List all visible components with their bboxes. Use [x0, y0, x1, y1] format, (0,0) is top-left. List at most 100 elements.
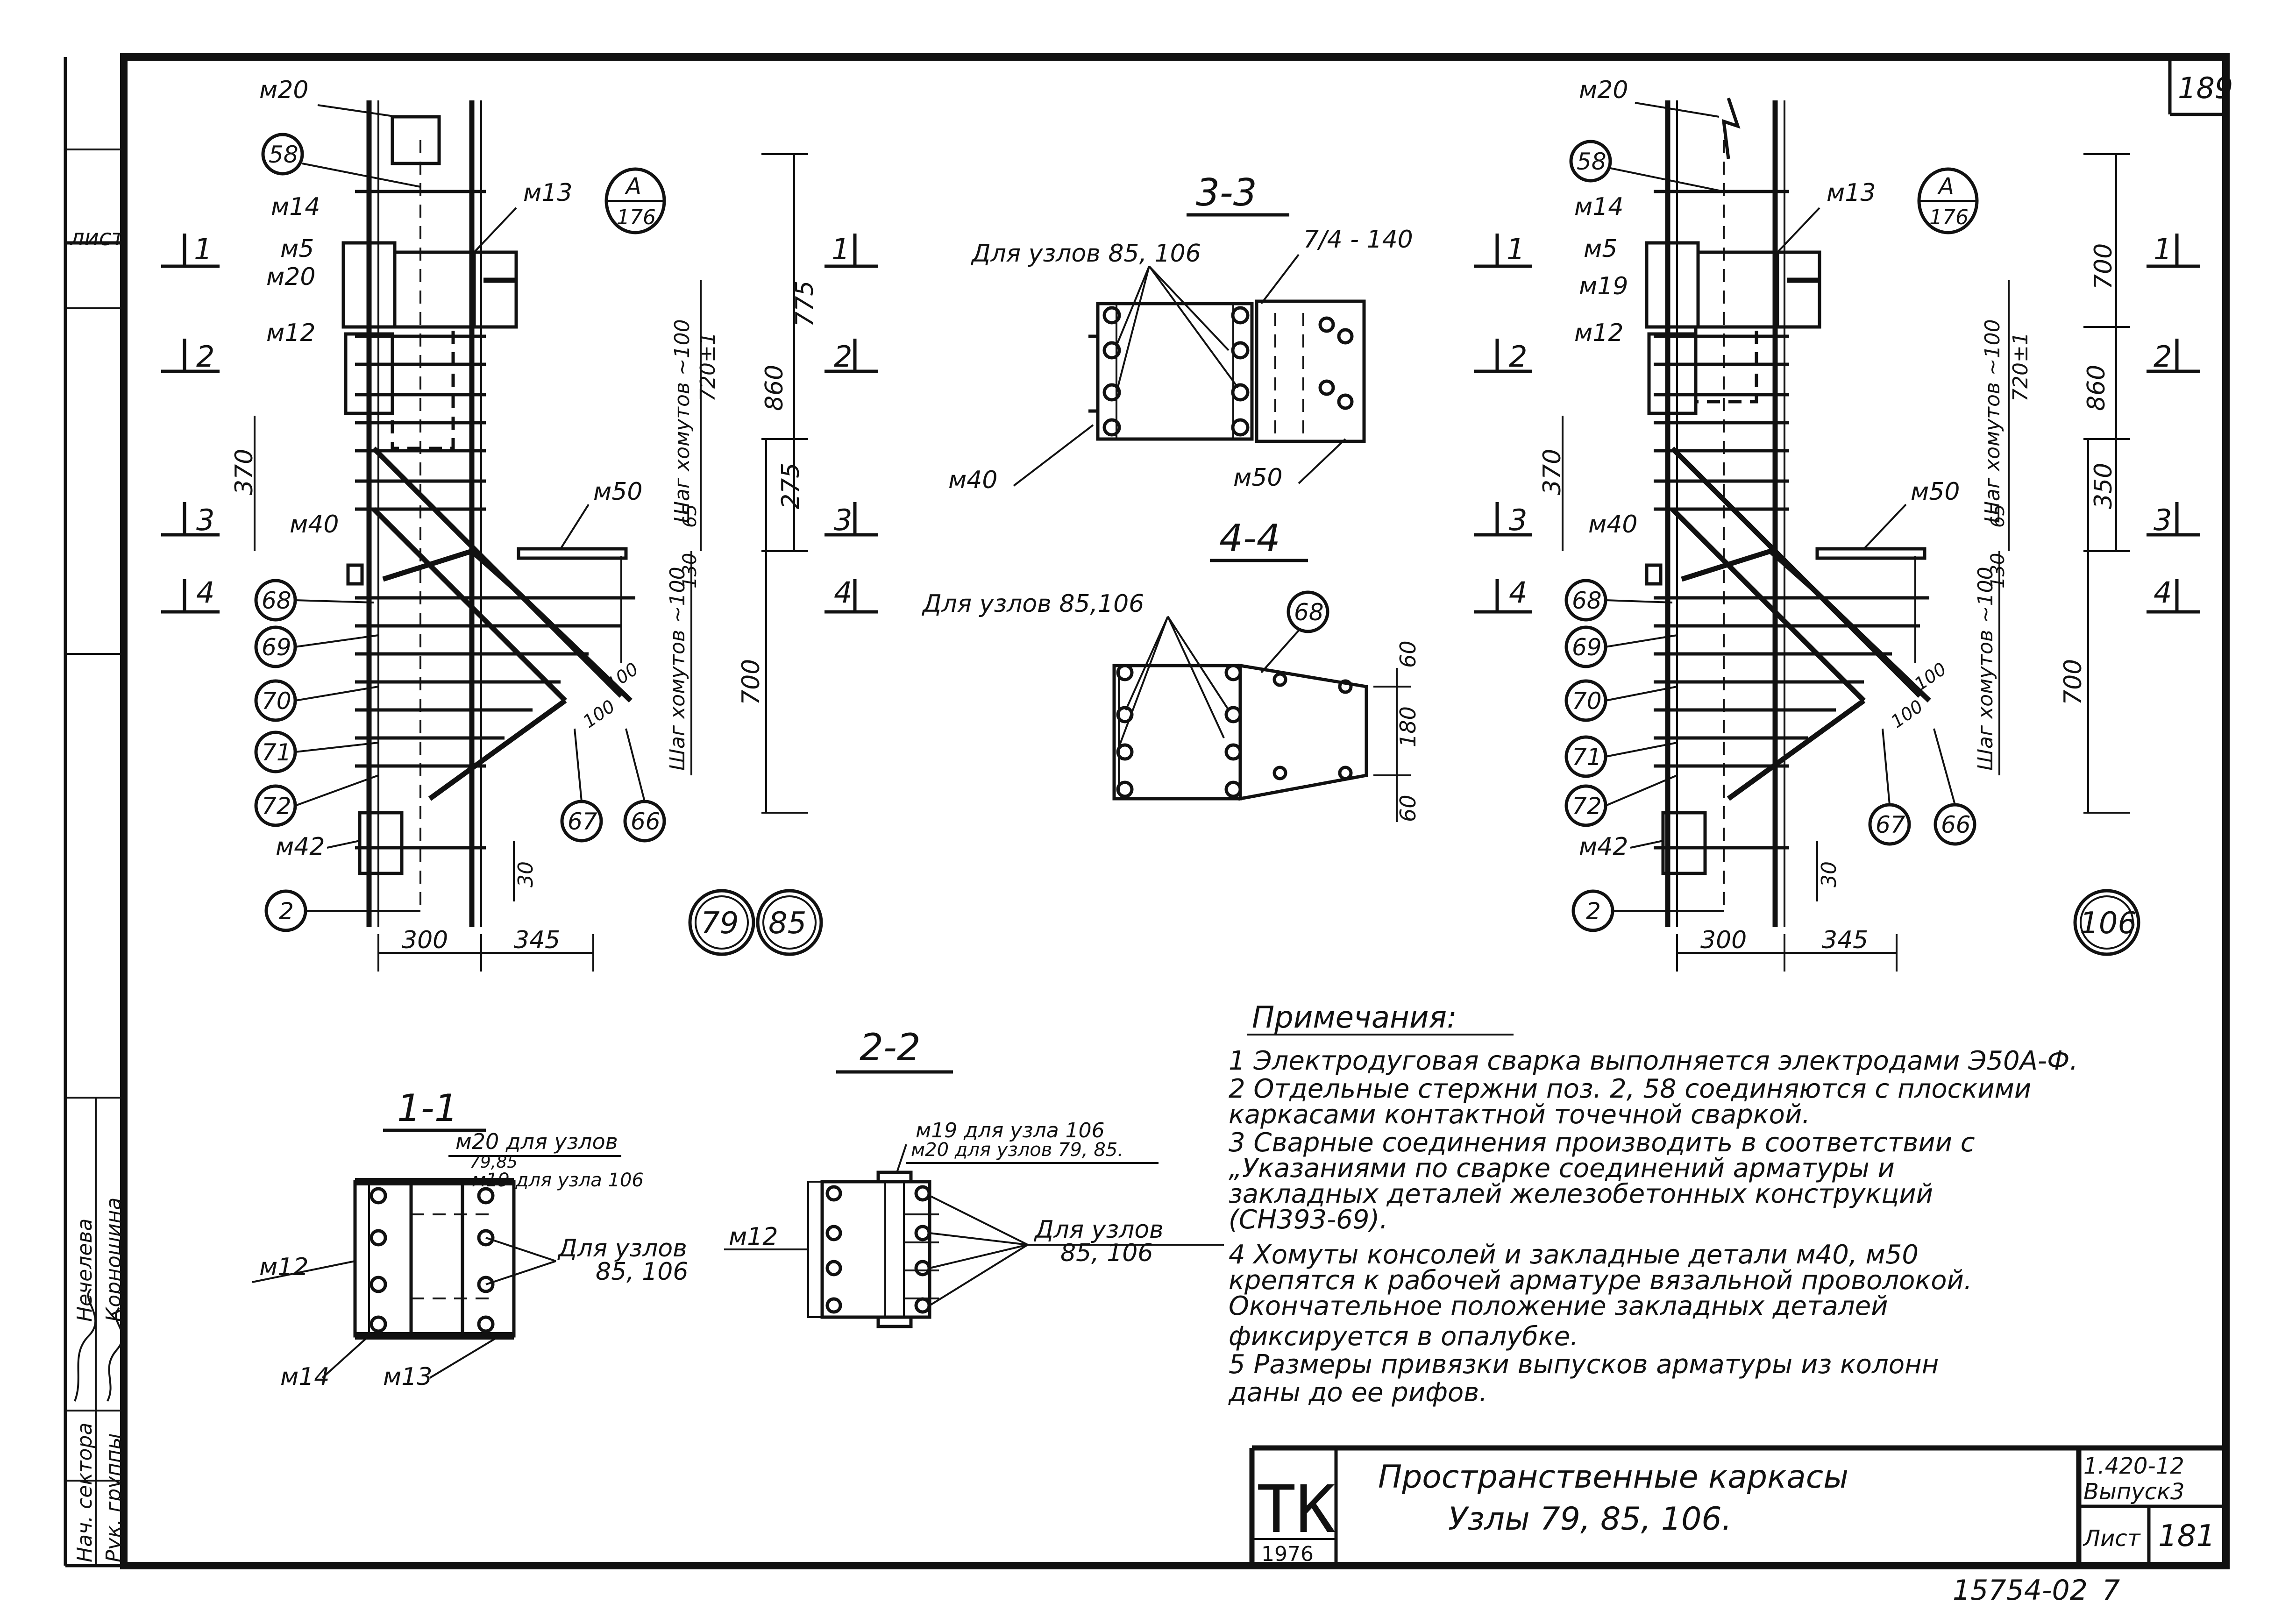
r-mark-m42: м42: [1579, 833, 1628, 861]
r-mark-m19: м19: [1579, 272, 1628, 300]
dim-345: 345: [514, 926, 560, 954]
mark-m40: м40: [290, 511, 339, 539]
pos-70: 70: [262, 688, 291, 715]
section-4-4: 4-4 Для узлов 85,106 68 60: [922, 517, 1421, 822]
r-mark-m40: м40: [1588, 511, 1637, 539]
r-stirrup-step-top: Шаг хомутов ~100: [1981, 319, 2005, 523]
dim-r-65: 65: [1987, 504, 2009, 528]
pos-69: 69: [262, 634, 291, 661]
sec22-m19: м19 для узла 106: [916, 1119, 1105, 1142]
dim-30: 30: [514, 861, 538, 887]
dim-300: 300: [402, 926, 448, 954]
r-pos-67: 67: [1876, 811, 1905, 838]
dim-100a: 100: [579, 696, 619, 732]
dim-r-100a: 100: [1887, 696, 1927, 732]
dim-r-720: 720±1: [2009, 332, 2033, 402]
note-line-8: 4 Хомуты консолей и закладные детали м40…: [1229, 1240, 1919, 1270]
signature-strip: Нач. сектора Рук. группы Нечелева Корнош…: [73, 1198, 126, 1562]
sheet-index: 7: [2102, 1574, 2120, 1607]
sec11-m20: м20 для узлов: [455, 1129, 618, 1154]
r-mark-m5: м5: [1584, 235, 1617, 263]
logo-year: 1976: [1261, 1542, 1314, 1566]
r-mark-m12: м12: [1574, 319, 1623, 347]
issue-number: Выпуск3: [2083, 1479, 2185, 1505]
section-3-3-title: 3-3: [1196, 171, 1257, 214]
signature-1: [74, 1288, 96, 1402]
section-1-1-title: 1-1: [397, 1086, 458, 1130]
stirrup-step-bottom: Шаг хомутов ~100: [666, 567, 690, 771]
mark-m5: м5: [280, 235, 314, 263]
title-line-1: Пространственные каркасы: [1378, 1459, 1848, 1496]
role-group-leader: Рук. группы: [102, 1433, 126, 1562]
pos-58: 58: [269, 141, 299, 168]
note-line-5: „Указаниями по сварке соединений арматур…: [1229, 1153, 1895, 1184]
sec44-pos-68: 68: [1294, 599, 1324, 626]
r-pos-58: 58: [1577, 148, 1606, 175]
r-pos-69: 69: [1572, 634, 1602, 661]
note-line-1: 1 Электродуговая сварка выполняется элек…: [1229, 1046, 2078, 1076]
stirrup-step-top: Шаг хомутов ~100: [670, 319, 694, 523]
sec33-m50: м50: [1233, 464, 1282, 492]
pos-72: 72: [262, 793, 291, 820]
cut-3-left: 3: [196, 503, 214, 537]
mark-m42: м42: [276, 833, 325, 861]
node-79: 79: [701, 906, 739, 941]
sheet-number: 181: [2158, 1519, 2215, 1553]
r-cut-3-left: 3: [1509, 503, 1527, 537]
cut-3-right: 3: [834, 503, 852, 537]
node-labels-left: 79 85: [688, 889, 823, 956]
labels-right: м20 м14 м5 м19 м12 м40 м13 м50 м42 58 68…: [1474, 76, 2200, 932]
sec33-m40: м40: [948, 466, 997, 494]
dim-370: 370: [230, 449, 258, 495]
r-cut-4-left: 4: [1509, 575, 1527, 610]
dim-r-860: 860: [2083, 365, 2111, 411]
pos-67: 67: [568, 808, 597, 835]
notes-heading: Примечания:: [1252, 1000, 1457, 1035]
sec22-label-nodes: Для узлов: [1034, 1216, 1164, 1244]
r-mark-m14: м14: [1574, 193, 1623, 221]
note-line-4: 3 Сварные соединения производить в соотв…: [1229, 1128, 1975, 1158]
ref-sheet-right: 176: [1929, 206, 1969, 229]
sec11-m13: м13: [383, 1363, 432, 1391]
sec33-label-nodes: Для узлов 85, 106: [971, 240, 1201, 268]
dims-left: 775 860 275 700 370 300 345 30 720±1 65 …: [230, 153, 819, 972]
cut-1-left: 1: [194, 232, 212, 266]
dim-860: 860: [761, 365, 789, 411]
sec44-label-nodes: Для узлов 85,106: [922, 590, 1144, 618]
pos-71: 71: [262, 739, 291, 766]
dim-700: 700: [737, 659, 765, 705]
section-1-1: 1-1 м20 для узлов 79,85 м19 для узла 106…: [252, 1086, 688, 1391]
dim-775: 775: [791, 281, 819, 327]
section-2-2-title: 2-2: [860, 1026, 921, 1069]
labels-left: м20 м14 м5 м20 м12 м40 м13 м50 м42 58 68…: [161, 76, 878, 932]
node-106: 106: [2080, 906, 2137, 941]
note-line-10: Окончательное положение закладных детале…: [1229, 1291, 1888, 1321]
page-corner-number: 189: [2178, 71, 2233, 105]
bars-4-4: [1116, 664, 1353, 798]
note-line-6: закладных деталей железобетонных констру…: [1229, 1179, 1933, 1209]
note-line-2: 2 Отдельные стержни поз. 2, 58 соединяют…: [1229, 1074, 2031, 1104]
dim-r-300: 300: [1700, 926, 1747, 954]
dim-r-700top: 700: [2090, 243, 2118, 290]
series-code: 1.420-12: [2083, 1453, 2184, 1479]
sec11-label-nodes-2: 85, 106: [596, 1258, 688, 1286]
dim-r-345: 345: [1822, 926, 1868, 954]
sheet-label: Лист: [2083, 1525, 2141, 1552]
sec11-m19: м19 для узла 106: [472, 1170, 644, 1191]
ref-sheet-left: 176: [617, 206, 656, 229]
note-line-11: фиксируется в опалубке.: [1229, 1321, 1578, 1352]
elevation-right: [1645, 97, 1931, 927]
section-2-2: 2-2 м19 для узла 106 м20 для узлов 79, 8…: [724, 1026, 1224, 1328]
sec44-dim-180: 180: [1395, 706, 1421, 747]
r-mark-m13: м13: [1827, 179, 1876, 207]
sheet-frame: лист 189: [64, 53, 2233, 1569]
cut-2-left: 2: [196, 340, 214, 374]
dim-r-370: 370: [1538, 449, 1566, 495]
r-pos-72: 72: [1572, 793, 1602, 820]
dim-130: 130: [679, 553, 701, 589]
sec22-label-nodes-2: 85, 106: [1060, 1239, 1153, 1267]
bars-1-1: [370, 1187, 495, 1333]
r-pos-2: 2: [1586, 898, 1601, 925]
sec22-m20: м20 для узлов 79, 85.: [911, 1139, 1123, 1161]
